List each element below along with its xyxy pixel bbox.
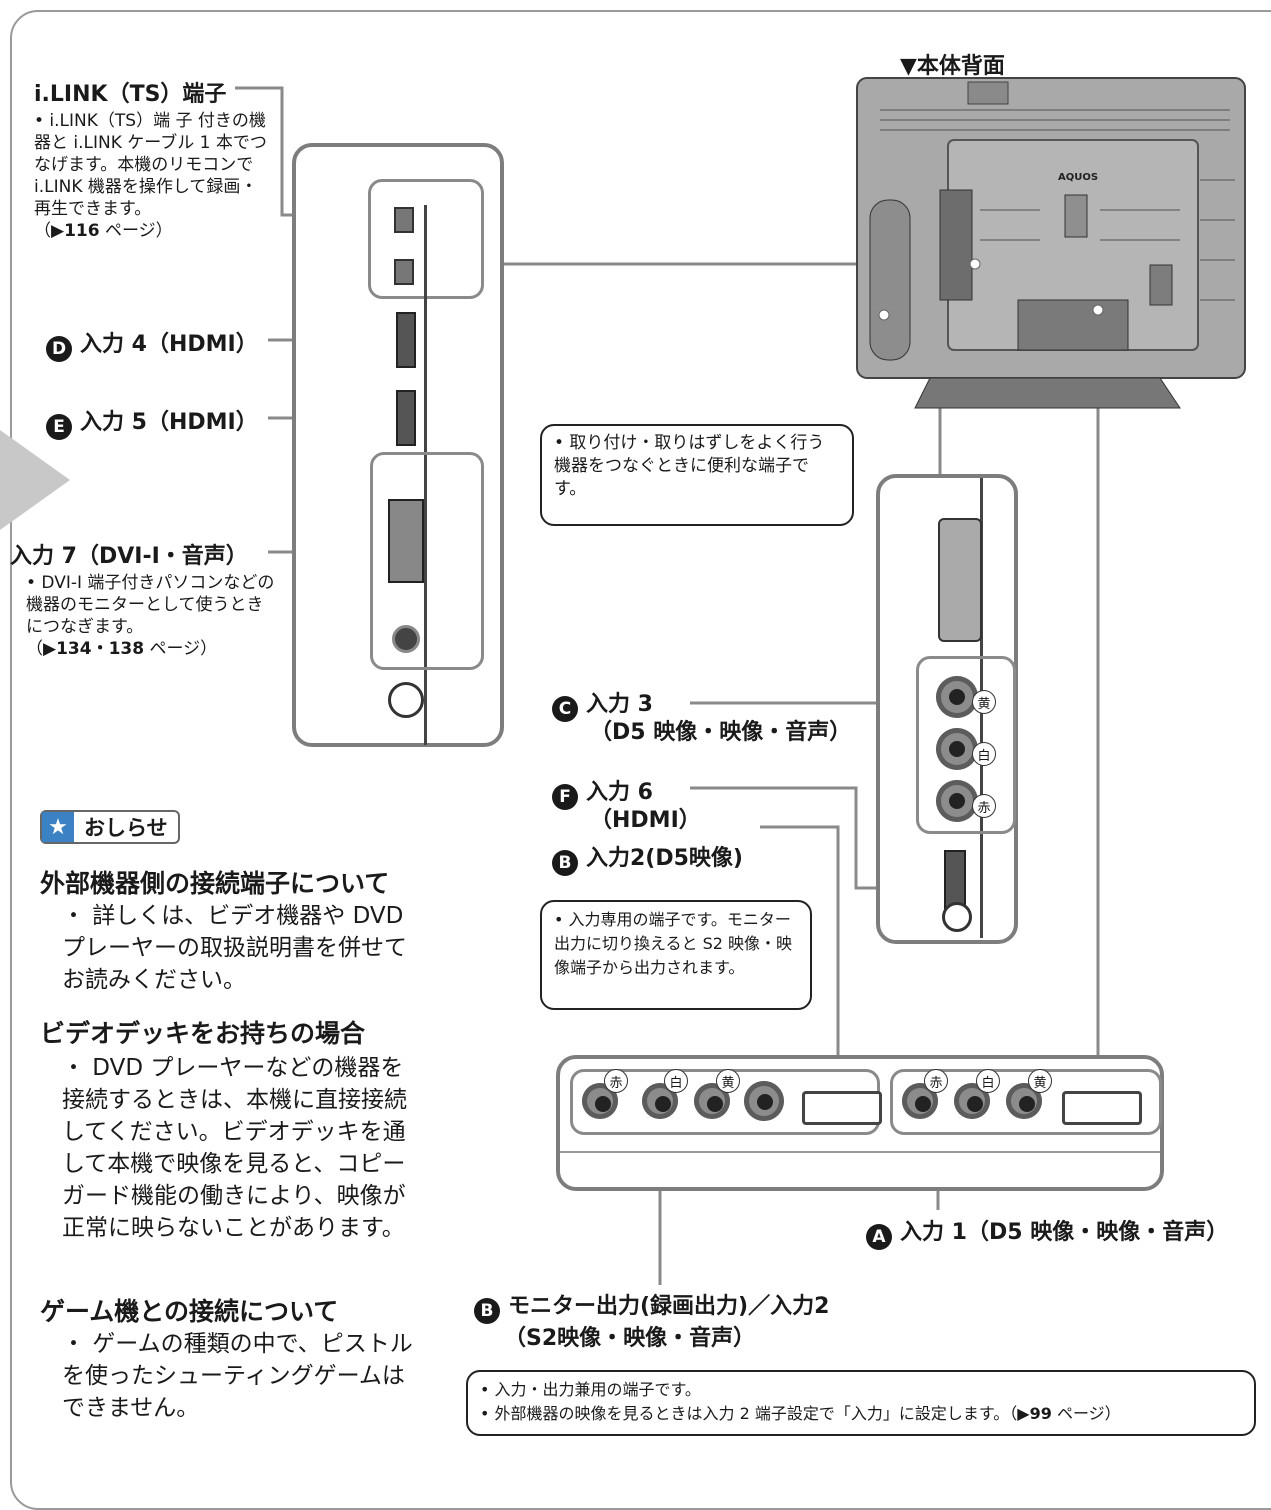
in-white-tag: 白 [976, 1069, 1000, 1093]
out-red-tag: 赤 [604, 1069, 628, 1093]
notice-badge: ★ おしらせ [40, 810, 180, 844]
bottom-bubble: • 入力・出力兼用の端子です。 • 外部機器の映像を見るときは入力 2 端子設定… [466, 1370, 1256, 1436]
input3-label: C 入力 3 [552, 686, 653, 722]
hdmi-port-4 [396, 312, 416, 368]
av-jack-group [916, 656, 1016, 834]
ilink-port-2 [394, 259, 414, 285]
notice-heading-1: 外部機器側の接続端子について [40, 869, 390, 898]
input3-line1: 入力 3 [586, 692, 653, 717]
monitor-out-line1: モニター出力(録画出力)／入力2 [508, 1294, 830, 1319]
side-terminal-bubble: • 取り付け・取りはずしをよく行う機器をつなぐときに便利な端子です。 [540, 424, 854, 526]
input5-text: 入力 5（HDMI） [80, 410, 258, 435]
bottom-bubble-line2-prefix: • 外部機器の映像を見るときは入力 2 端子設定で「入力」に設定します。（▶ [480, 1404, 1030, 1423]
white-tag: 白 [972, 742, 996, 766]
letter-badge-a: A [866, 1224, 892, 1250]
input4-label: D 入力 4（HDMI） [46, 326, 258, 362]
notice-badge-label: おしらせ [84, 816, 168, 840]
ilink-title: i.LINK（TS）端子 [34, 82, 227, 107]
input2-d5-label: B 入力2(D5映像) [552, 840, 743, 876]
notice-heading-2: ビデオデッキをお持ちの場合 [40, 1019, 366, 1048]
in-yellow-jack [1006, 1083, 1042, 1119]
yellow-jack [936, 676, 978, 718]
monitor-out-label: B モニター出力(録画出力)／入力2 [474, 1288, 829, 1324]
ilink-page-ref-num: 116 [64, 221, 100, 241]
bottom-bubble-line2: • 外部機器の映像を見るときは入力 2 端子設定で「入力」に設定します。（▶99… [480, 1402, 1242, 1426]
side-terminal-panel-left [292, 143, 504, 747]
in-red-tag: 赤 [924, 1069, 948, 1093]
input7-page-ref-prefix: （▶ [26, 639, 57, 659]
d5-port [938, 518, 982, 642]
notice-body-2: ・ DVD プレーヤーなどの機器を接続するときは、本機に直接接続してください。ビ… [62, 1055, 407, 1241]
s2-video-jack [744, 1081, 784, 1121]
bottom-bubble-line2-suffix: ページ） [1051, 1404, 1121, 1423]
white-jack [936, 728, 978, 770]
ilink-page-ref-suffix: ページ） [99, 221, 173, 241]
audio-port-7 [392, 625, 420, 653]
red-jack [936, 780, 978, 822]
rear-view-title: ▼本体背面 [900, 54, 1005, 79]
panel-divider [560, 1151, 1160, 1153]
ilink-desc-text: • i.LINK（TS）端 子 付きの機器と i.LINK ケーブル 1 本でつ… [34, 111, 267, 219]
aux-port-right [942, 902, 972, 932]
tv-back-view [856, 77, 1246, 409]
side-terminal-panel-right: 黄 白 赤 [876, 474, 1018, 944]
bottom-bubble-page-num: 99 [1029, 1404, 1052, 1423]
input5-label: E 入力 5（HDMI） [46, 404, 258, 440]
input4-text: 入力 4（HDMI） [80, 332, 258, 357]
input1-label: A 入力 1（D5 映像・映像・音声） [866, 1214, 1228, 1250]
input6-line2: （HDMI） [590, 808, 701, 833]
dvi-port [388, 499, 424, 583]
monitor-out-line2: （S2映像・映像・音声） [504, 1326, 756, 1351]
out-white-tag: 白 [664, 1069, 688, 1093]
input7-page-ref-num: 134・138 [56, 639, 145, 659]
d5-port-1 [1062, 1091, 1142, 1125]
notice-heading-3: ゲーム機との接続について [40, 1297, 339, 1326]
input6-line1: 入力 6 [586, 780, 653, 805]
page-tab-arrow [0, 430, 70, 530]
input7-page-ref-suffix: ページ） [144, 639, 218, 659]
ilink-page-ref-prefix: （▶ [34, 221, 65, 241]
out-yellow-tag: 黄 [716, 1069, 740, 1093]
in-yellow-tag: 黄 [1028, 1069, 1052, 1093]
tv-logo: AQUOS [1058, 172, 1099, 183]
star-icon: ★ [42, 812, 74, 842]
ilink-port-1 [394, 207, 414, 233]
letter-badge-f: F [552, 784, 578, 810]
notice-body-1: ・ 詳しくは、ビデオ機器や DVD プレーヤーの取扱説明書を併せてお読みください… [62, 903, 407, 993]
input3-line2: （D5 映像・映像・音声） [590, 720, 852, 745]
input7-description: • DVI-I 端子付きパソコンなどの機器のモニターとして使うときにつなぎます。… [26, 572, 278, 660]
in-red-jack [902, 1083, 938, 1119]
red-tag: 赤 [972, 794, 996, 818]
letter-badge-b: B [552, 850, 578, 876]
panel-edge [424, 205, 455, 745]
input1-text: 入力 1（D5 映像・映像・音声） [900, 1220, 1229, 1245]
input7-desc-text: • DVI-I 端子付きパソコンなどの機器のモニターとして使うときにつなぎます。 [26, 573, 275, 637]
d5-port-2 [802, 1091, 882, 1125]
input7-title: 入力 7（DVI-I・音声） [10, 544, 248, 569]
notice-body-3: ・ ゲームの種類の中で、ピストルを使ったシューティングゲームはできません。 [62, 1331, 413, 1421]
hdmi-port-5 [396, 390, 416, 446]
input6-label: F 入力 6 [552, 774, 653, 810]
input2-bubble: • 入力専用の端子です。モニター出力に切り換えると S2 映像・映像端子から出力… [540, 900, 812, 1010]
decorative-layer [0, 77, 1246, 1285]
ilink-description: • i.LINK（TS）端 子 付きの機器と i.LINK ケーブル 1 本でつ… [34, 110, 272, 242]
bottom-terminal-panel: 赤 白 黄 赤 白 黄 [556, 1055, 1164, 1191]
dvi-port-group [370, 452, 484, 670]
letter-badge-c: C [552, 696, 578, 722]
letter-badge-e: E [46, 414, 72, 440]
input2-d5-leader [760, 825, 840, 1090]
letter-badge-b-2: B [474, 1298, 500, 1324]
aux-port [388, 682, 424, 718]
yellow-tag: 黄 [972, 690, 996, 714]
bottom-bubble-line1: • 入力・出力兼用の端子です。 [480, 1380, 701, 1399]
letter-badge-d: D [46, 336, 72, 362]
input2-d5-text: 入力2(D5映像) [586, 846, 743, 871]
input1-jack-group [890, 1069, 1162, 1135]
